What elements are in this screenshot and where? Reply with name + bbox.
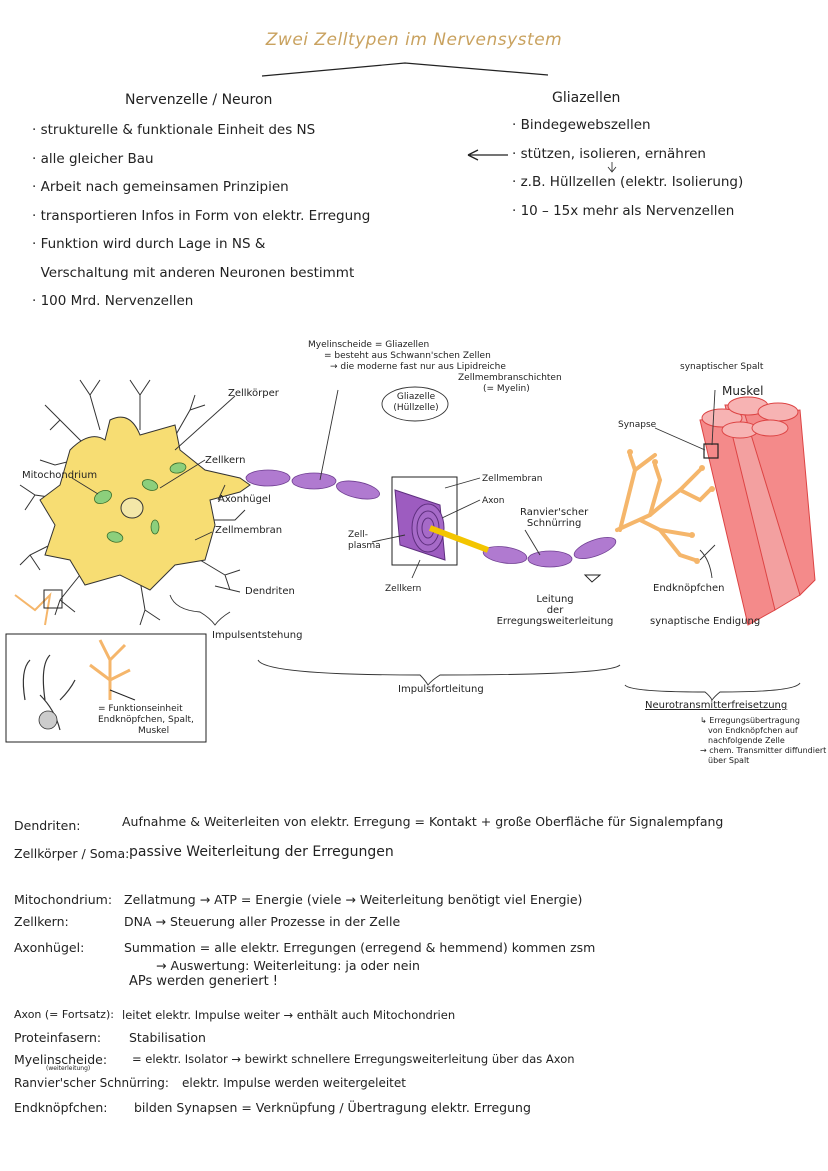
label-synaptischer-spalt: synaptischer Spalt bbox=[680, 362, 764, 372]
label-impulsentstehung: Impulsentstehung bbox=[212, 630, 303, 641]
neuron-list: · strukturelle & funktionale Einheit des… bbox=[32, 116, 370, 316]
label-impulsfortleitung: Impulsfortleitung bbox=[398, 684, 484, 695]
glia-list: · Bindegewebszellen · stützen, isolieren… bbox=[512, 111, 743, 225]
label-axonhuegel: Axonhügel bbox=[218, 494, 271, 505]
label-mitochondrium: Mitochondrium bbox=[22, 470, 98, 481]
label-axon: Axon bbox=[482, 496, 505, 506]
label-zellkern: Zellkern bbox=[205, 455, 246, 466]
list-item: · 100 Mrd. Nervenzellen bbox=[32, 293, 194, 309]
label-muskel: Muskel bbox=[722, 384, 764, 398]
neurotransmitter-notes: ↳ Erregungsübertragung von Endknöpfchen … bbox=[700, 716, 827, 765]
label-neurotransmitter: Neurotransmitterfreisetzung bbox=[645, 700, 788, 711]
list-item: · alle gleicher Bau bbox=[32, 150, 154, 167]
label-synapse: Synapse bbox=[618, 420, 657, 430]
label-ranvier: Ranvier'scher Schnürring bbox=[520, 507, 589, 529]
muscle bbox=[699, 396, 816, 626]
axon-terminals bbox=[615, 453, 712, 562]
label-zellplasma: Zell- plasma bbox=[348, 530, 381, 551]
list-item: · strukturelle & funktionale Einheit des… bbox=[32, 122, 316, 138]
glia-bubble: Gliazelle (Hüllzelle) bbox=[393, 392, 439, 413]
page-title: Zwei Zelltypen im Nervensystem bbox=[265, 30, 563, 50]
list-item: · z.B. Hüllzellen (elektr. Isolierung) bbox=[512, 174, 744, 190]
inset-note: = Funktionseinheit Endknöpfchen, Spalt, … bbox=[98, 704, 194, 736]
axon bbox=[245, 469, 617, 583]
list-item: · stützen, isolieren, ernähren bbox=[512, 145, 706, 162]
label-zellmembran-2: Zellmembran bbox=[482, 474, 543, 484]
myelin-note: Myelinscheide = Gliazellen = besteht aus… bbox=[308, 340, 562, 394]
neuron-heading: Nervenzelle / Neuron bbox=[125, 92, 273, 108]
label-leitung: Leitung der Erregungsweiterleitung bbox=[496, 594, 614, 627]
label-zellkoerper: Zellkörper bbox=[228, 388, 279, 399]
label-zellkern-2: Zellkern bbox=[385, 584, 422, 594]
inset-box bbox=[5, 589, 207, 743]
list-item: · 10 – 15x mehr als Nervenzellen bbox=[512, 202, 735, 219]
label-dendriten: Dendriten bbox=[245, 586, 295, 597]
list-item: · Arbeit nach gemeinsamen Prinzipien bbox=[32, 179, 289, 195]
list-item: · Bindegewebszellen bbox=[512, 117, 651, 133]
list-item: Verschaltung mit anderen Neuronen bestim… bbox=[32, 264, 355, 281]
glia-heading: Gliazellen bbox=[552, 90, 621, 106]
list-item: · Funktion wird durch Lage in NS & bbox=[32, 236, 266, 252]
neuron-soma bbox=[19, 379, 251, 626]
label-zellmembran: Zellmembran bbox=[215, 525, 283, 536]
label-endknoepfchen: Endknöpfchen bbox=[653, 583, 725, 594]
label-synaptische-endigung: synaptische Endigung bbox=[650, 616, 761, 627]
list-item: · transportieren Infos in Form von elekt… bbox=[32, 207, 371, 224]
definition-sub: (weiterleitung) bbox=[46, 1065, 91, 1072]
